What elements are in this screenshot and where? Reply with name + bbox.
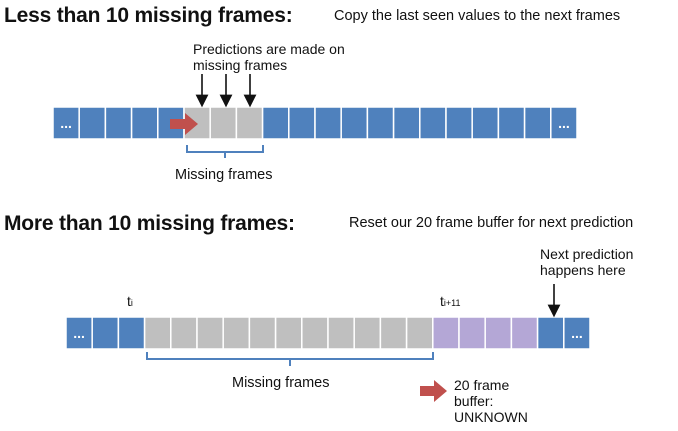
section2-missing-label: Missing frames xyxy=(232,375,330,391)
observed-frame-cell xyxy=(536,316,565,350)
observed-frame-cell xyxy=(261,106,290,140)
observed-frame-cell xyxy=(340,106,369,140)
observed-frame-cell xyxy=(550,106,578,140)
buffer-frame-cell xyxy=(510,316,539,350)
red-arrow-icon xyxy=(170,113,198,135)
ti-label: ti xyxy=(127,293,133,309)
brace-icon xyxy=(146,352,434,366)
observed-frame-cell xyxy=(288,106,316,140)
section1-heading: Less than 10 missing frames: xyxy=(4,4,293,27)
section2-heading: More than 10 missing frames: xyxy=(4,212,295,235)
missing-frame-cell xyxy=(353,316,382,350)
observed-frame-cell xyxy=(419,106,447,140)
missing-frame-cell xyxy=(248,316,277,350)
section1-caption: Copy the last seen values to the next fr… xyxy=(334,8,621,24)
predictions-note: Predictions are made on missing frames xyxy=(193,41,345,73)
observed-frame-cell xyxy=(314,106,342,140)
missing-frame-cell xyxy=(301,316,329,350)
buffer-note-line2: buffer: xyxy=(454,393,494,409)
next-prediction-note: Next prediction happens here xyxy=(540,246,633,278)
buffer-note-line1: 20 frame xyxy=(454,377,510,393)
missing-frame-cell xyxy=(143,316,172,350)
observed-frame-cell xyxy=(52,106,80,140)
missing-frame-cell xyxy=(222,316,251,350)
observed-frame-cell xyxy=(78,106,107,140)
observed-frame-cell xyxy=(104,106,133,140)
red-arrow-icon xyxy=(420,380,447,402)
ellipsis-icon: ... xyxy=(558,115,570,131)
observed-frame-cell xyxy=(117,316,146,350)
predictions-note-line1: Predictions are made on xyxy=(193,41,345,57)
ti11-sub: i+11 xyxy=(443,298,461,308)
missing-frame-cell xyxy=(170,316,198,350)
observed-frame-cell xyxy=(523,106,552,140)
section1-missing-label: Missing frames xyxy=(175,167,273,183)
ellipsis-icon: ... xyxy=(571,325,583,341)
observed-frame-cell xyxy=(563,316,591,350)
ti11-base: t xyxy=(440,293,444,309)
section1-prediction-arrows xyxy=(195,74,257,108)
buffer-frame-cell xyxy=(432,316,460,350)
observed-frame-cell xyxy=(130,106,159,140)
buffer-note-line3: UNKNOWN xyxy=(454,409,528,425)
observed-frame-cell xyxy=(497,106,526,140)
buffer-note: 20 frame buffer: UNKNOWN xyxy=(454,377,528,425)
missing-frame-cell xyxy=(405,316,434,350)
brace-icon xyxy=(186,145,264,158)
missing-frame-cell xyxy=(327,316,355,350)
predictions-note-line2: missing frames xyxy=(193,57,288,73)
missing-frame-cell xyxy=(196,316,224,350)
observed-frame-cell xyxy=(366,106,395,140)
missing-frame-cell xyxy=(209,106,238,140)
buffer-frame-cell xyxy=(458,316,486,350)
observed-frame-cell xyxy=(91,316,120,350)
ti11-label: ti+11 xyxy=(440,293,461,309)
ti-sub: i xyxy=(130,298,133,308)
ellipsis-icon: ... xyxy=(73,325,85,341)
observed-frame-cell xyxy=(445,106,473,140)
observed-frame-cell xyxy=(471,106,500,140)
missing-frame-cell xyxy=(274,316,303,350)
buffer-frame-cell xyxy=(484,316,513,350)
missing-frame-cell xyxy=(379,316,408,350)
observed-frame-cell xyxy=(392,106,421,140)
section2-caption: Reset our 20 frame buffer for next predi… xyxy=(349,215,634,231)
next-prediction-line2: happens here xyxy=(540,262,626,278)
next-prediction-line1: Next prediction xyxy=(540,246,634,262)
observed-frame-cell xyxy=(65,316,93,350)
section1-frame-strip: ...... xyxy=(52,106,578,140)
ti-base: t xyxy=(127,293,131,309)
ellipsis-icon: ... xyxy=(60,115,72,131)
missing-frame-cell xyxy=(235,106,264,140)
section2-frame-strip: ...... xyxy=(65,316,591,350)
